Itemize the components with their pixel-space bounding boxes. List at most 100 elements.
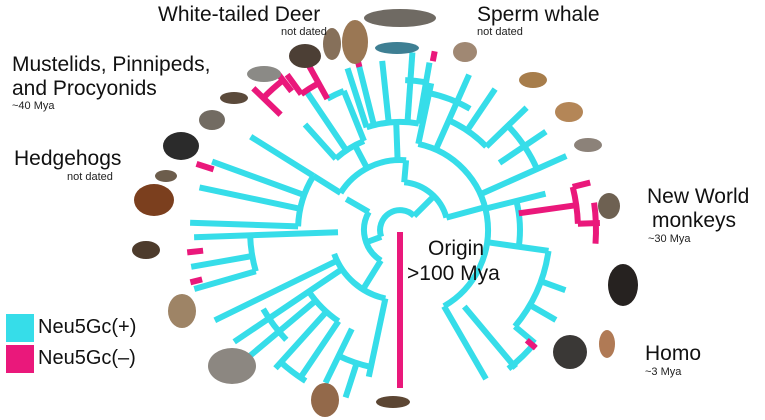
goat-image [323, 28, 341, 60]
tree-branch-42 [331, 252, 387, 302]
tree-branch-73 [441, 304, 489, 381]
tree-branch-72 [462, 304, 518, 370]
tree-branch-31 [249, 134, 316, 179]
panda-image [163, 132, 199, 160]
gorilla-image [553, 335, 587, 369]
tree-branch-21 [304, 90, 349, 153]
hedgehog-image [155, 170, 177, 182]
deer-image [342, 20, 368, 64]
seal-image [247, 66, 281, 82]
human-image [599, 330, 615, 358]
tree-branch-20 [341, 89, 367, 143]
tree-branch-30 [295, 174, 317, 227]
tree-branch-23 [325, 88, 345, 102]
tree-branch-48 [298, 319, 341, 380]
tree-branch-74 [506, 341, 538, 372]
legend-swatch-negative [6, 344, 34, 373]
homo-label: Homo [645, 342, 702, 365]
mustelids-label-line2: and Procyonids [12, 77, 157, 100]
deer-label: White-tailed Deer [158, 3, 321, 26]
tree-branch-25 [305, 62, 330, 101]
tree-branch-54 [260, 307, 289, 342]
tree-branch-67 [486, 239, 549, 254]
tree-branch-70 [512, 250, 552, 329]
tree-branch-2 [403, 179, 450, 219]
homo-note: ~3 Mya [645, 366, 682, 378]
tree-branch-38 [190, 253, 253, 270]
tree-branch-11 [393, 121, 401, 161]
rabbit-image [453, 42, 477, 62]
tree-branch-76 [569, 186, 581, 224]
tamarin-image [598, 193, 620, 219]
tree-branch-22 [302, 122, 339, 161]
tree-branch-16 [353, 56, 377, 126]
kangaroo-image [311, 383, 339, 417]
tree-branch-51 [342, 362, 360, 399]
tree-branch-79 [591, 202, 599, 244]
tree-branch-27 [261, 77, 285, 101]
tree-branch-10 [352, 143, 370, 170]
tree-branch-55 [417, 140, 492, 309]
tree-branch-43 [213, 258, 339, 323]
tree-branch-77 [571, 179, 591, 190]
whale-label: Sperm whale [477, 3, 600, 26]
legend-label-positive: Neu5Gc(+) [38, 316, 137, 338]
tree-branch-52 [365, 297, 389, 378]
tree-branch-19 [333, 138, 366, 161]
tree-branch-12 [365, 119, 420, 131]
tree-branch-62 [479, 153, 568, 197]
tree-branch-13 [415, 62, 433, 125]
legend-swatch-positive [6, 313, 34, 342]
tree-branch-49 [278, 360, 308, 384]
whale-note: not dated [477, 26, 523, 38]
platypus-image [376, 396, 410, 408]
sloth-image [168, 294, 196, 328]
tree-branch-3 [360, 210, 383, 264]
hedgehogs-label: Hedgehogs [14, 147, 122, 170]
tree-branch-8 [338, 157, 407, 195]
tree-branch-4 [401, 160, 410, 183]
chimpanzee-image [608, 264, 638, 306]
neu5gc-positive-branches [189, 52, 568, 399]
origin-label-line2: >100 Mya [407, 262, 500, 285]
tree-branch-32 [211, 158, 306, 198]
tree-branch-81 [429, 50, 438, 62]
tree-branch-63 [505, 123, 540, 171]
tree-branch-69 [528, 302, 558, 323]
tree-branch-33 [198, 184, 301, 212]
elephant-image [208, 348, 256, 384]
mustelids-label-line1: Mustelids, Pinnipeds, [12, 53, 211, 76]
tree-branch-14 [404, 52, 416, 123]
tree-branch-39 [193, 268, 257, 292]
tree-branch-60 [484, 105, 529, 149]
tree-branch-35 [195, 161, 215, 173]
tree-branch-65 [484, 190, 547, 212]
origin-label-line1: Origin [428, 237, 485, 260]
tree-branch-46 [306, 289, 341, 324]
legend-item-positive: Neu5Gc(+) [6, 312, 136, 343]
tree-branch-59 [447, 117, 489, 149]
tree-branch-28 [251, 86, 283, 117]
tree-branch-40 [186, 247, 204, 256]
new-world-monkeys-label-line1: New World [647, 185, 750, 208]
tree-branch-66 [513, 200, 523, 248]
mustelids-note: ~40 Mya [12, 100, 55, 112]
horse-image [134, 184, 174, 216]
legend-item-negative: Neu5Gc(–) [6, 343, 136, 374]
new-world-monkeys-note: ~30 Mya [648, 233, 691, 245]
tree-branch-64 [428, 90, 472, 112]
hedgehogs-note: not dated [67, 171, 113, 183]
tree-branch-5 [445, 204, 486, 221]
tree-branch-80 [524, 337, 538, 351]
tree-branch-41 [189, 276, 203, 286]
tree-branch-26 [284, 72, 304, 96]
tree-branch-68 [539, 278, 567, 294]
tree-branch-47 [273, 309, 329, 371]
root-arc [377, 207, 417, 238]
tree-branch-9 [311, 173, 343, 196]
deer-note: not dated [281, 26, 327, 38]
dolphin-image [375, 42, 419, 54]
hamster-image [555, 102, 583, 122]
tree-branch-37 [193, 229, 339, 241]
